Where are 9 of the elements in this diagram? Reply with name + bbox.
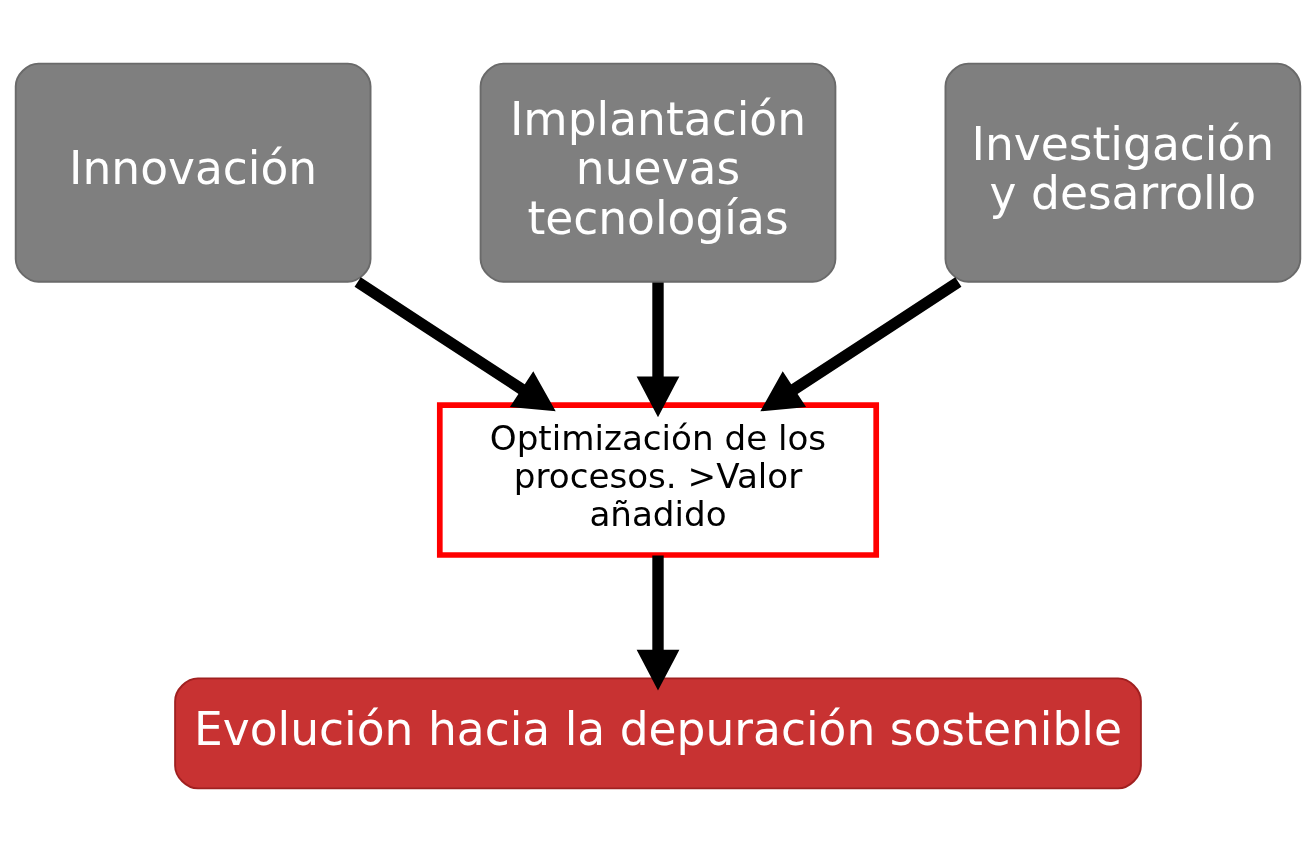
node-box: Investigación y desarrollo <box>944 62 1302 283</box>
arrow <box>636 282 680 418</box>
node-box: Evolución hacia la depuración sostenible <box>174 677 1142 790</box>
node-box: Innovación <box>14 62 372 283</box>
node-box: Implantación nuevas tecnologías <box>479 62 837 283</box>
arrow <box>760 277 962 412</box>
arrow <box>354 277 556 412</box>
arrow <box>636 555 680 691</box>
node-box: Optimización de los procesos. >Valor añadido <box>436 402 880 558</box>
